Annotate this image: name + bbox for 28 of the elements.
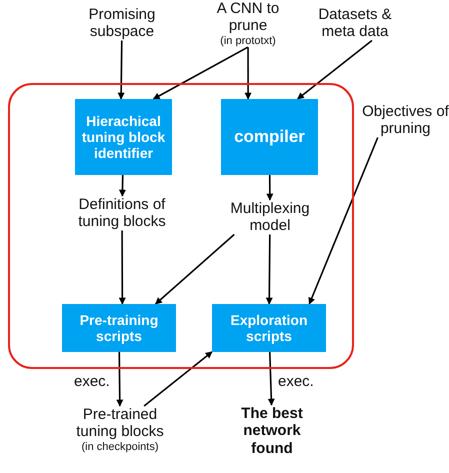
text-label: The best network found: [222, 405, 322, 457]
arrow: [144, 351, 213, 407]
text-label: Objectives of pruning: [362, 103, 449, 138]
text-label: Definitions of tuning blocks: [77, 196, 167, 230]
text-label: Multiplexing model: [214, 200, 326, 234]
text-label: Pre-trained tuning blocks: [75, 406, 165, 440]
text-label: Promising subspace: [72, 6, 172, 40]
note-text: (in prototxt): [219, 34, 277, 48]
note-text: (in checkpoints): [80, 440, 160, 454]
arrow: [116, 352, 124, 407]
arrow: [118, 174, 126, 197]
arrow: [268, 352, 275, 406]
arrow: [152, 46, 248, 100]
arrow: [155, 234, 235, 305]
arrow: [308, 137, 378, 305]
arrow: [297, 40, 372, 100]
arrow: [118, 40, 125, 100]
process-box: compiler: [221, 99, 318, 175]
arrow: [118, 230, 126, 305]
process-box: Exploration scripts: [212, 304, 326, 352]
text-label: A CNN to prune: [216, 0, 280, 34]
process-box: Pre-training scripts: [62, 304, 176, 352]
arrow: [266, 234, 273, 305]
arrow: [266, 175, 274, 201]
arrow: [244, 47, 252, 100]
text-label: Datasets & meta data: [300, 6, 410, 40]
process-box: Hierachical tuning block identifier: [75, 99, 172, 175]
framework-outline: [8, 83, 354, 369]
